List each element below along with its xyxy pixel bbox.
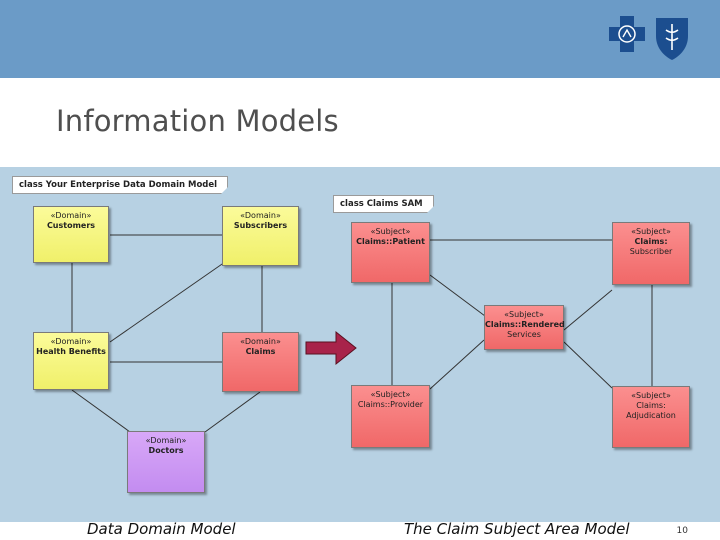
node-name: Claims [245, 347, 276, 356]
blue-cross-icon [609, 16, 645, 52]
node-claims-subscriber[interactable]: «Subject» Claims: Subscriber [612, 222, 690, 285]
slide-title: Information Models [56, 104, 339, 138]
node-claims-rendered-services[interactable]: «Subject» Claims::Rendered Services [484, 305, 565, 350]
node-health-benefits[interactable]: «Domain» Health Benefits [33, 332, 109, 390]
node-name-line2: Adjudication [626, 411, 676, 420]
caption-right: The Claim Subject Area Model [404, 520, 630, 538]
page-number: 10 [676, 526, 688, 536]
node-stereotype: «Domain» [240, 211, 281, 220]
header-bar [0, 0, 720, 78]
blue-shield-icon [656, 18, 688, 60]
node-name-line2: Subscriber [629, 247, 673, 256]
node-doctors[interactable]: «Domain» Doctors [127, 431, 205, 493]
node-name: Claims::Provider [357, 400, 424, 409]
node-stereotype: «Domain» [145, 436, 187, 445]
node-stereotype: «Domain» [240, 337, 281, 346]
left-frame-label: class Your Enterprise Data Domain Model [12, 176, 229, 194]
logos [609, 16, 688, 60]
node-name-line2: Services [507, 330, 541, 339]
node-name: Customers [46, 221, 96, 230]
node-stereotype: «Subject» [631, 391, 671, 400]
node-stereotype: «Subject» [370, 390, 411, 399]
transition-arrow [305, 330, 357, 366]
node-name: Subscribers [233, 221, 288, 230]
node-subscribers[interactable]: «Domain» Subscribers [222, 206, 299, 266]
right-frame-label: class Claims SAM [333, 195, 434, 213]
node-name: Claims::Patient [356, 237, 425, 246]
node-stereotype: «Domain» [50, 337, 92, 346]
node-claims-adjudication[interactable]: «Subject» Claims: Adjudication [612, 386, 690, 448]
node-name: Claims: [636, 401, 666, 410]
node-stereotype: «Domain» [50, 211, 92, 220]
node-name: Claims: [634, 237, 668, 246]
node-name: Doctors [148, 446, 184, 455]
node-stereotype: «Subject» [504, 310, 544, 319]
node-stereotype: «Subject» [370, 227, 411, 236]
node-claims-provider[interactable]: «Subject» Claims::Provider [351, 385, 430, 448]
node-claims[interactable]: «Domain» Claims [222, 332, 299, 392]
caption-left: Data Domain Model [87, 520, 236, 538]
node-stereotype: «Subject» [631, 227, 671, 236]
node-name: Claims::Rendered [485, 320, 565, 329]
node-name: Health Benefits [36, 347, 106, 356]
node-customers[interactable]: «Domain» Customers [33, 206, 109, 263]
node-claims-patient[interactable]: «Subject» Claims::Patient [351, 222, 430, 283]
